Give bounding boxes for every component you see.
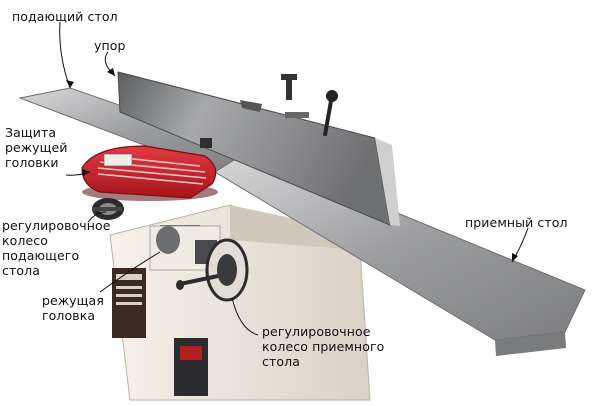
label-infeed-wheel: регулировочное колесо подающего стола [2,218,111,278]
label-cutter-head: режущая головка [42,293,104,323]
label-infeed-table: подающий стол [12,9,118,24]
leader-outfeed-wheel [231,297,259,336]
leader-lines [59,21,529,336]
label-fence: упор [94,38,126,53]
leader-cutter-head [99,251,161,293]
label-outfeed-table: приемный стол [465,215,568,230]
leader-arrowheads [66,68,518,262]
infeed-wheel-shape [92,198,124,220]
label-outfeed-wheel: регулировочное колесо приемного стола [262,324,385,369]
cutter-guard-shape [81,145,218,201]
accessories [240,74,338,137]
leader-infeed-table [59,21,71,89]
outfeed-wheel-shape [176,238,249,302]
label-cutter-guard: Защита режущей головки [5,125,68,170]
leader-infeed-wheel [87,211,107,223]
